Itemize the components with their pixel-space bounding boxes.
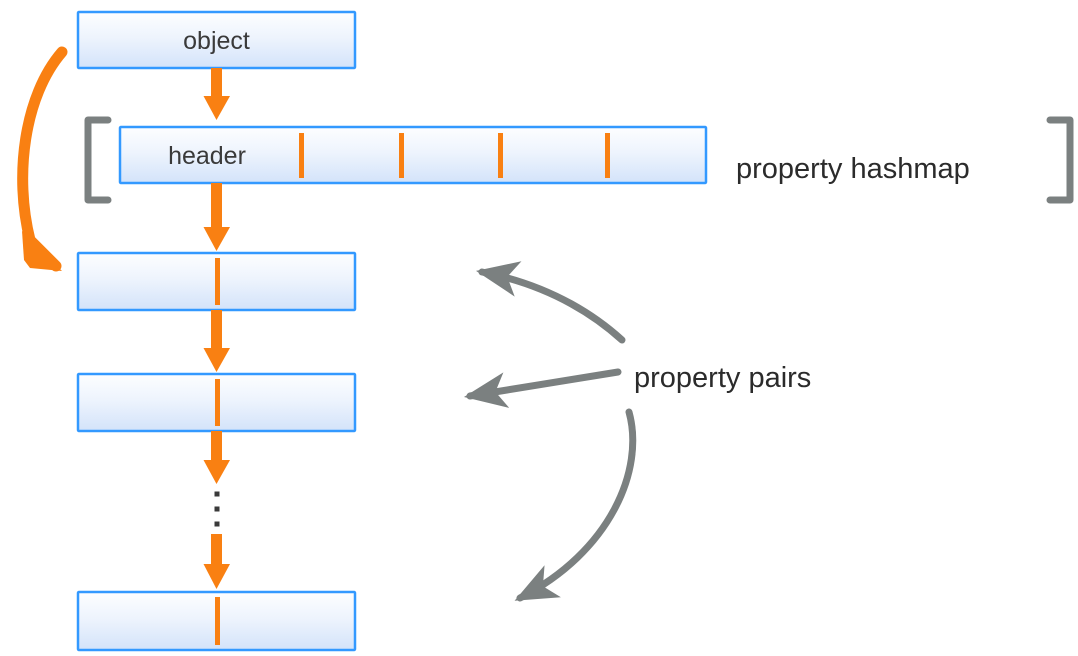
- arrow-shaft: [211, 534, 222, 566]
- hashmap-slot-tick: [498, 133, 503, 178]
- hashmap-box-rect: [118, 125, 708, 185]
- hashmap-bracket-right: [1046, 116, 1074, 204]
- arrow-pairs-to-last-pair: [514, 408, 637, 602]
- property-pair-divider: [215, 379, 220, 426]
- property-pair-box: [76, 372, 357, 433]
- property-pair-box: [76, 590, 357, 652]
- property-pair-box: [76, 251, 357, 312]
- curved-arrow-tip-join: [24, 234, 62, 272]
- arrow-shaft: [211, 183, 222, 229]
- arrow-hashmap-to-pair-1: [203, 183, 230, 251]
- arrow-pairs-to-pair-1: [475, 261, 626, 344]
- hashmap-box: header: [118, 125, 708, 185]
- property-pair-divider: [215, 597, 220, 645]
- object-box: object: [76, 10, 357, 70]
- arrow-shaft: [211, 310, 222, 350]
- ellipsis-dot: [214, 521, 220, 527]
- property-pair-divider: [215, 258, 220, 305]
- arrow-shaft: [211, 431, 222, 462]
- arrow-head: [203, 96, 230, 120]
- property-pairs-label: property pairs: [634, 362, 811, 394]
- arrow-head: [203, 564, 230, 589]
- vertical-ellipsis: [214, 491, 220, 527]
- arrow-head: [203, 227, 230, 251]
- arrow-ellipsis-to-last-pair: [203, 534, 230, 589]
- hashmap-header-label: header: [168, 142, 246, 170]
- arrow-pair-2-to-ellipsis: [203, 431, 230, 484]
- arrow-head: [203, 348, 230, 372]
- arrow-pair-1-to-pair-2: [203, 310, 230, 372]
- arrow-head: [203, 460, 230, 484]
- hashmap-slot-tick: [399, 133, 404, 178]
- arrow-object-to-hashmap: [203, 68, 230, 120]
- hashmap-bracket-left: [84, 116, 112, 204]
- hashmap-slot-tick: [605, 133, 610, 178]
- arrow-pairs-to-pair-2: [463, 368, 622, 408]
- ellipsis-dot: [214, 491, 220, 497]
- hashmap-slot-ticks: [299, 133, 610, 178]
- arrow-object-to-first-pair-curve: [17, 46, 68, 272]
- hashmap-slot-tick: [299, 133, 304, 178]
- ellipsis-dot: [214, 506, 220, 512]
- object-box-label: object: [183, 27, 250, 55]
- curved-arrow-shaft: [17, 46, 68, 246]
- arrow-shaft: [211, 68, 222, 98]
- property-hashmap-label: property hashmap: [736, 153, 970, 185]
